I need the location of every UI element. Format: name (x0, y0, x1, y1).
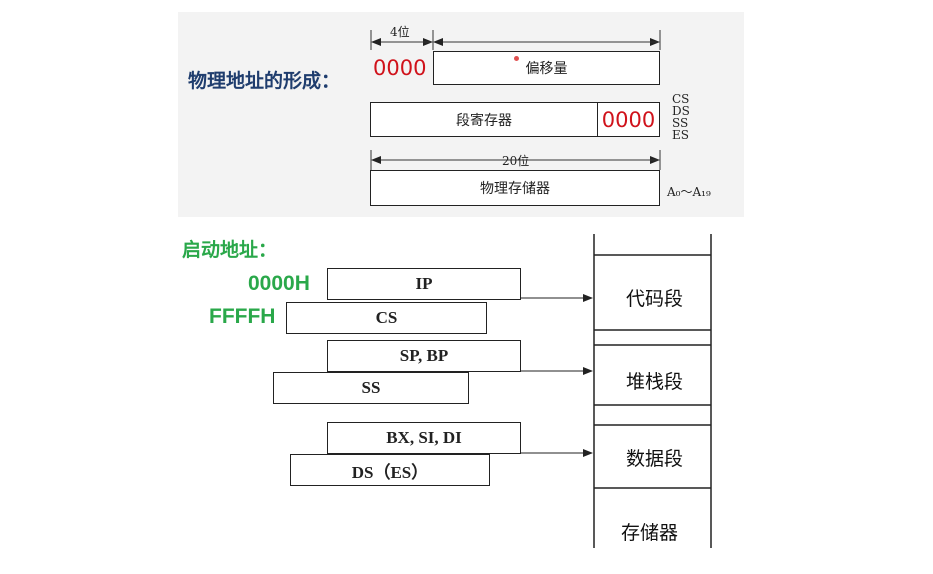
address-range-label: A₀～A₁₉ (667, 185, 711, 199)
offset-shift-value: 0000 (373, 56, 427, 80)
segment-value-box: 0000 (597, 102, 660, 137)
segment-reg-list: CS DS SS ES (672, 93, 690, 141)
segment-arrows (521, 294, 593, 457)
physical-memory-label: 物理存储器 (480, 181, 550, 197)
ip-register-label: IP (415, 274, 433, 293)
segment-register-label: 段寄存器 (456, 112, 512, 129)
width-4-label: 4位 (390, 25, 410, 39)
physical-memory-box: 物理存储器 (370, 170, 660, 206)
bx-si-di-register-label: BX, SI, DI (386, 428, 462, 447)
cs-register-label: CS (375, 308, 398, 327)
ss-register-box: SS (273, 372, 469, 404)
ds-es-register-box: DS（ES） (290, 454, 490, 486)
cs-start-value: FFFFH (209, 305, 276, 328)
cs-register-box: CS (286, 302, 487, 334)
sp-bp-register-label: SP, BP (399, 346, 449, 365)
bx-si-di-register-box: BX, SI, DI (327, 422, 521, 454)
offset-box: 偏移量 (433, 51, 660, 85)
startup-title: 启动地址： (182, 240, 278, 261)
memory-label: 存储器 (621, 522, 679, 544)
ss-register-label: SS (361, 378, 381, 397)
ip-start-value: 0000H (248, 272, 310, 295)
segment-reg-cs: CS (672, 92, 690, 106)
offset-label: 偏移量 (525, 61, 568, 77)
ip-register-box: IP (327, 268, 521, 300)
segment-value: 0000 (601, 107, 656, 132)
memory-column (593, 234, 712, 548)
sp-bp-register-box: SP, BP (327, 340, 521, 372)
dimension-lines (370, 30, 661, 170)
segment-reg-es: ES (672, 128, 689, 142)
segment-reg-ds: DS (672, 104, 690, 118)
red-dot-marker (514, 56, 519, 61)
segment-register-box: 段寄存器 (370, 102, 598, 137)
data-segment-label: 数据段 (626, 448, 684, 470)
physical-address-title: 物理地址的形成： (188, 70, 341, 92)
segment-reg-ss: SS (672, 116, 689, 130)
code-segment-label: 代码段 (626, 288, 684, 310)
stack-segment-label: 堆栈段 (626, 371, 684, 393)
ds-es-register-label: DS（ES） (351, 462, 429, 482)
